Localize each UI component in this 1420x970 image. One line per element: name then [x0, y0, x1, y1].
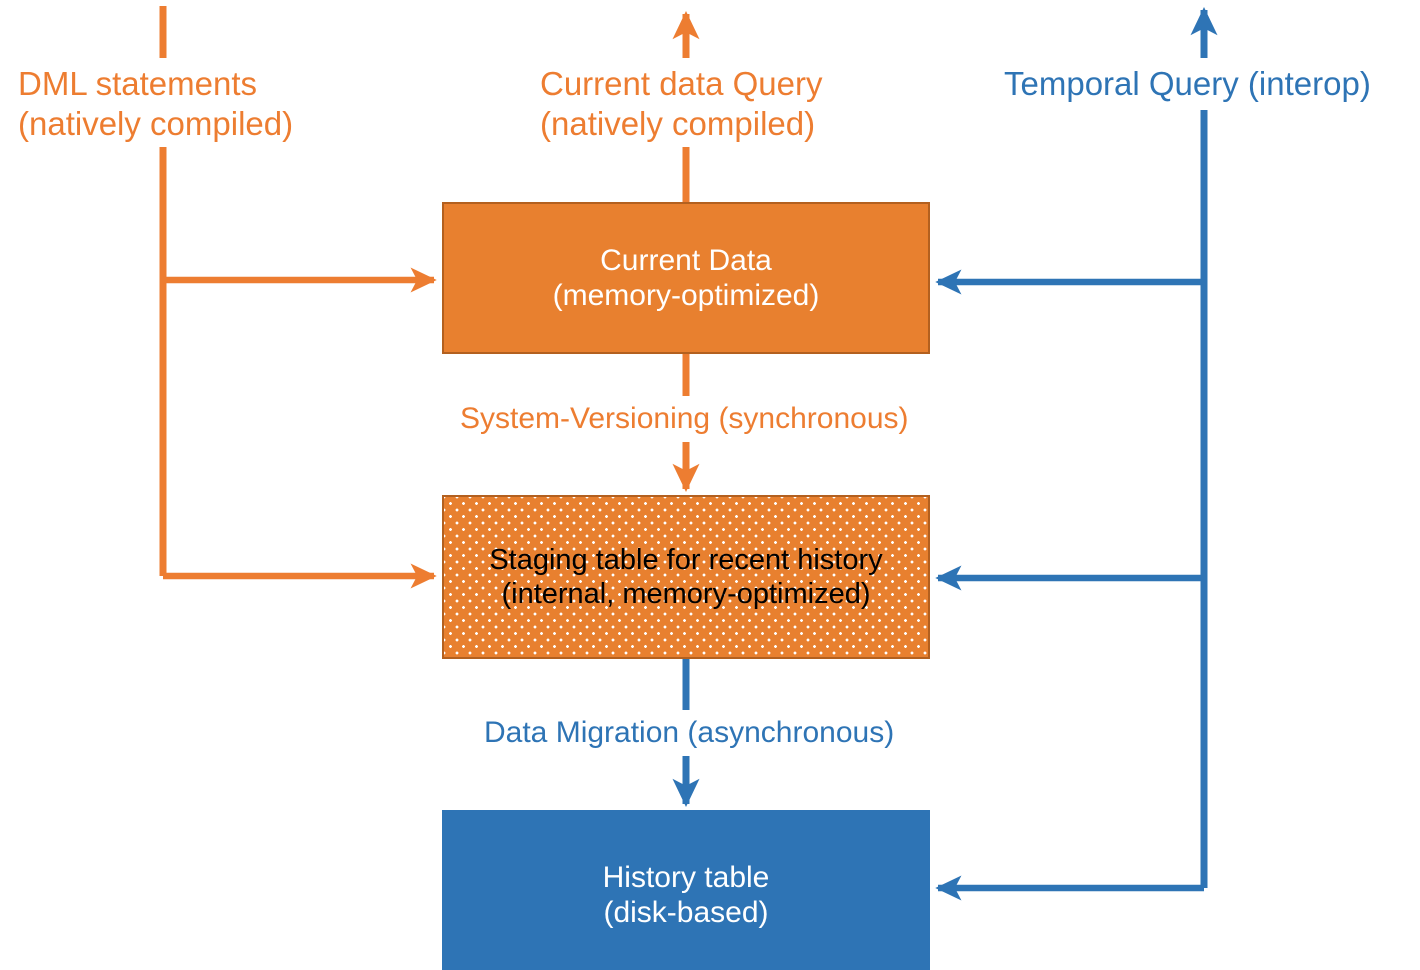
node-history-table-label: History table (disk-based)	[602, 860, 770, 929]
node-current-data[interactable]: Current Data (memory-optimized)	[442, 202, 930, 354]
label-temporal-query: Temporal Query (interop)	[1000, 62, 1379, 108]
node-staging-table-label: Staging table for recent history (intern…	[489, 543, 883, 610]
label-current-data-query: Current data Query (natively compiled)	[536, 62, 829, 148]
label-dml-statements: DML statements (natively compiled)	[14, 62, 300, 148]
node-current-data-label: Current Data (memory-optimized)	[552, 243, 820, 312]
label-system-versioning: System-Versioning (synchronous)	[452, 398, 917, 442]
node-staging-table[interactable]: Staging table for recent history (intern…	[442, 495, 930, 659]
label-data-migration: Data Migration (asynchronous)	[476, 712, 903, 756]
node-history-table[interactable]: History table (disk-based)	[442, 810, 930, 970]
